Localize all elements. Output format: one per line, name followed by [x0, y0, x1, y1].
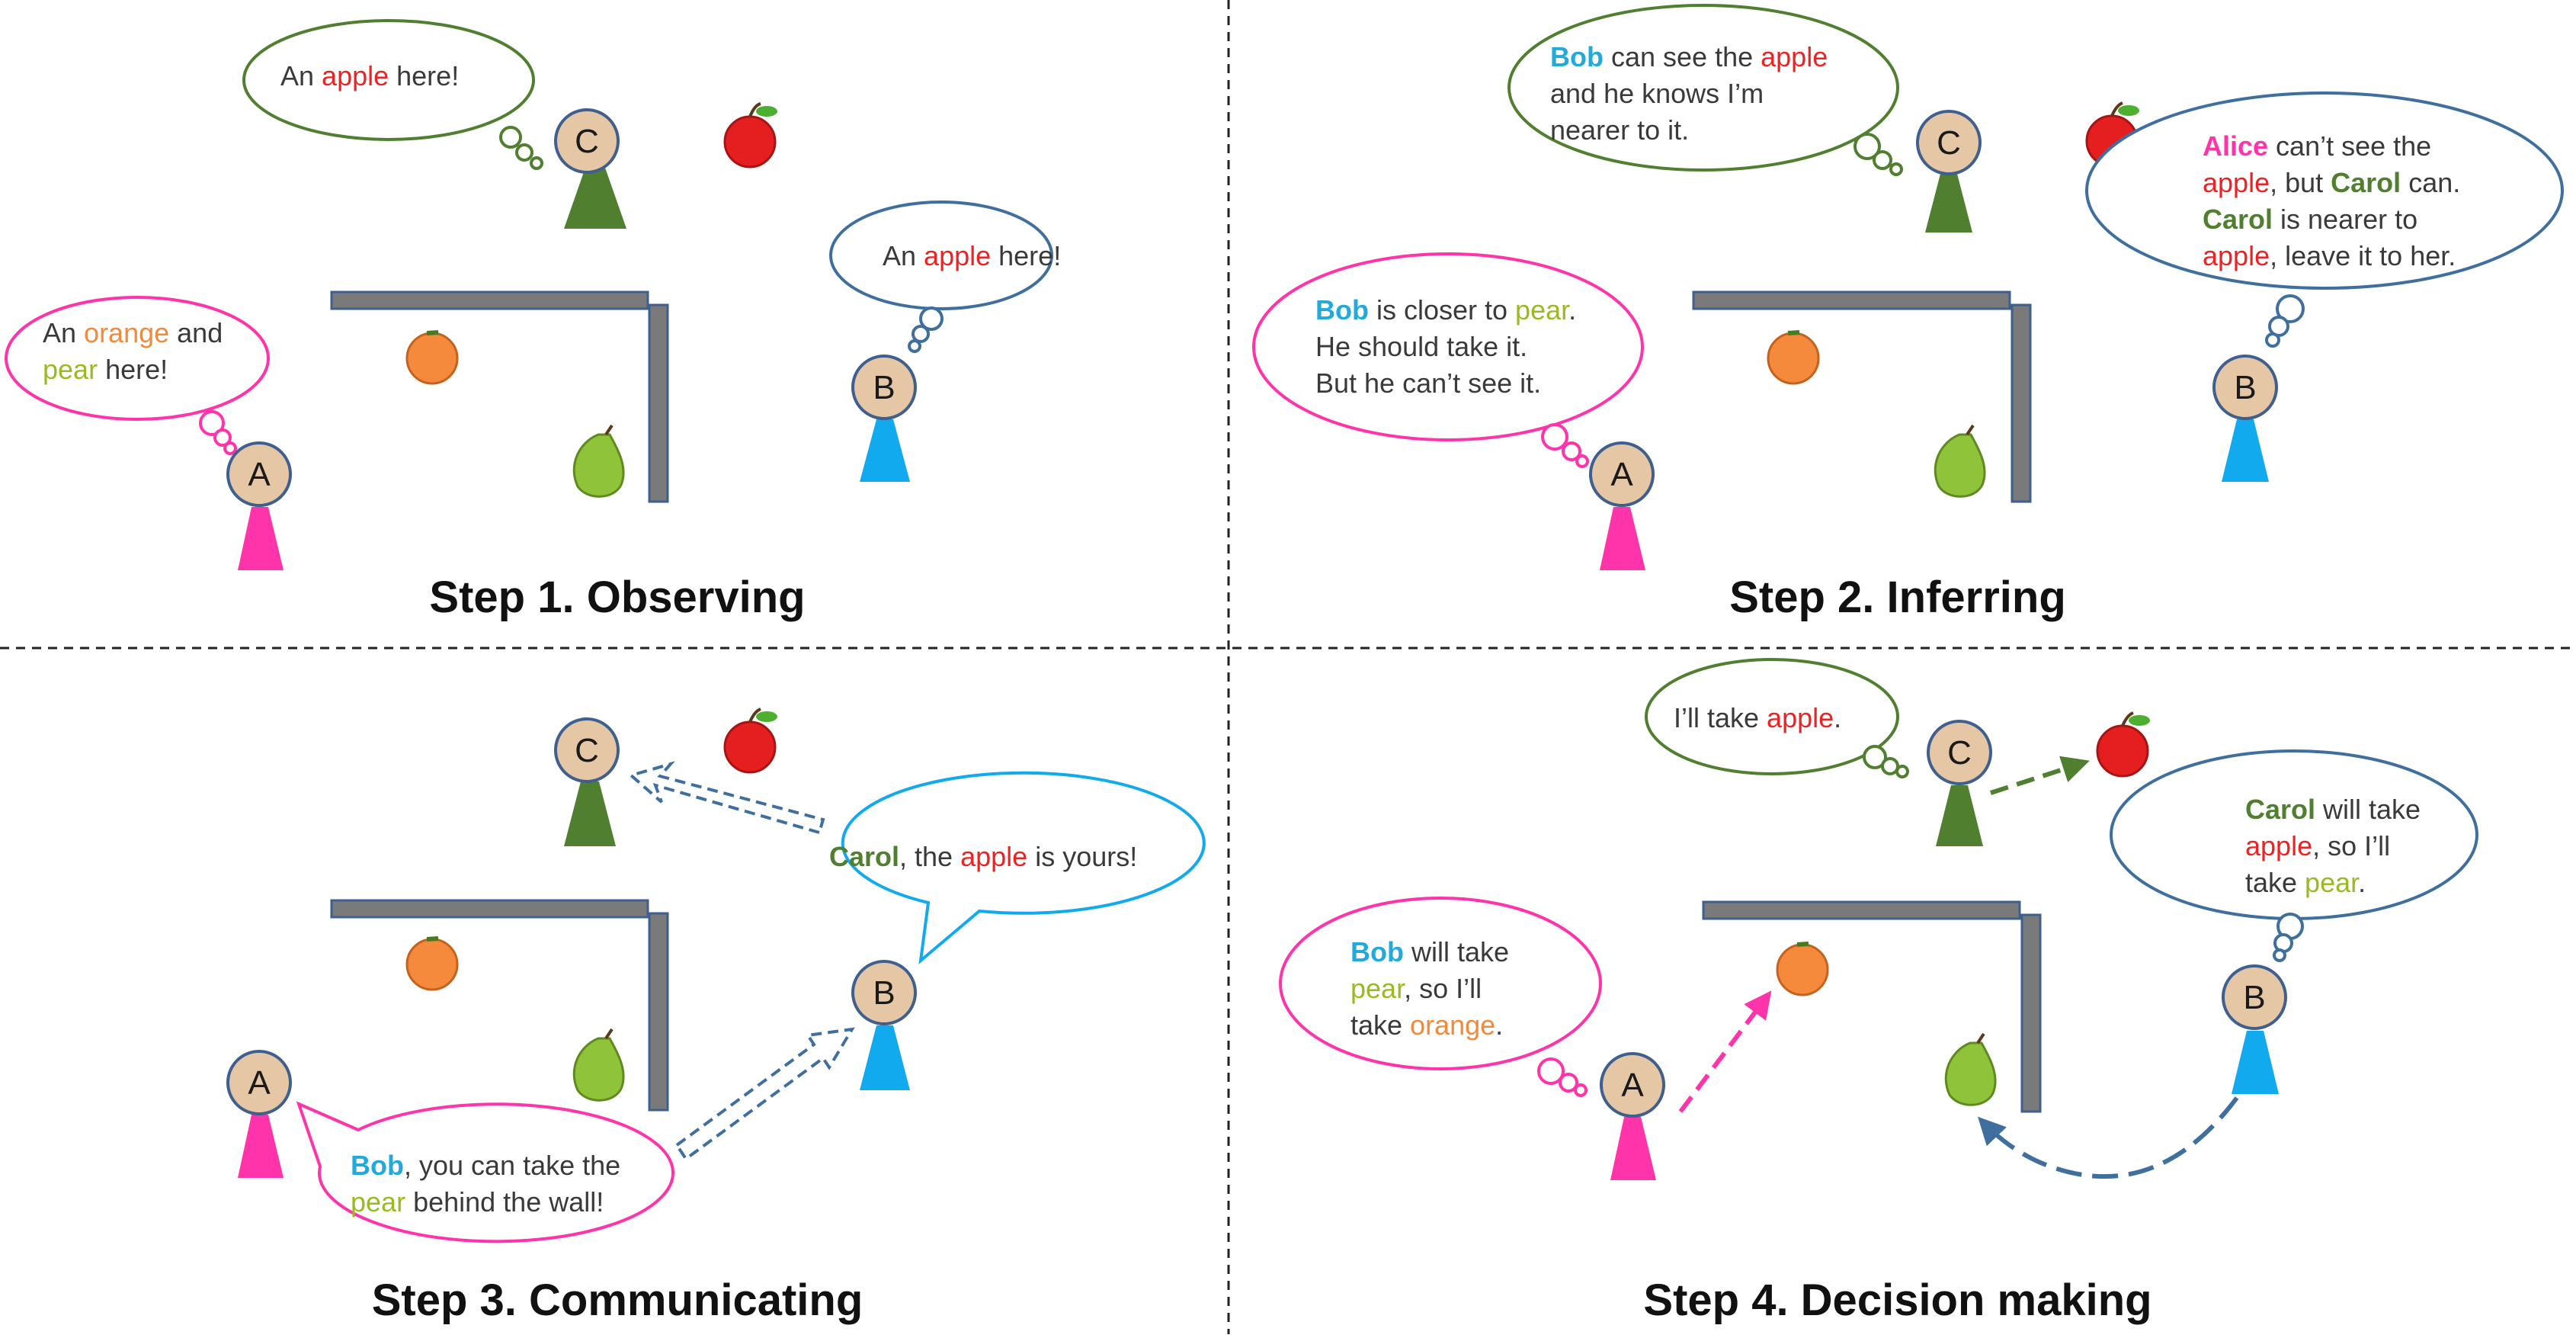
action-arrow: [1990, 756, 2090, 795]
agent-label: B: [2234, 369, 2256, 406]
agent-a: A: [226, 1050, 292, 1178]
alice-thought-text: An orange and pear here!: [43, 317, 223, 385]
agent-a: A: [226, 441, 292, 570]
bob-speech-text: Carol, the apple is yours!: [829, 841, 1138, 872]
agent-b: B: [851, 960, 917, 1090]
thought-cloud: [5, 296, 270, 455]
agent-c: C: [554, 717, 620, 846]
carol-thought-text: An apple here!: [280, 60, 460, 91]
pear-icon: [1944, 1032, 1997, 1106]
step-title: Step 1. Observing: [429, 573, 806, 622]
agent-a: A: [1600, 1052, 1665, 1180]
pear-icon: [572, 424, 625, 498]
thought-cloud: [2110, 749, 2478, 962]
apple-icon: [723, 708, 777, 774]
agent-c: C: [1927, 720, 1992, 846]
thought-cloud: [1507, 4, 1903, 176]
carol-thought-text: Bob can see the apple and he knows I’m n…: [1550, 41, 1828, 146]
action-arrow: [1678, 990, 1772, 1113]
action-arrow: [1978, 1096, 2239, 1179]
agent-label: B: [873, 369, 895, 406]
pear-icon: [1934, 424, 1986, 498]
thought-cloud: [242, 19, 543, 170]
thought-cloud: [1252, 252, 1644, 468]
wall: [1702, 900, 2042, 1113]
speech-bubble: [841, 771, 1206, 964]
orange-icon: [1767, 330, 1820, 385]
communication-arrow: [627, 761, 825, 835]
bob-thought-text: An apple here!: [883, 240, 1062, 271]
alice-thought-text: Bob will take pear, so I’ll take orange.: [1350, 936, 1510, 1041]
orange-icon: [405, 330, 459, 385]
agent-b: B: [2212, 355, 2278, 482]
thought-cloud: [829, 201, 1053, 353]
communication-arrow: [674, 1027, 855, 1161]
orange-icon: [405, 936, 459, 991]
bob-thought-text: Alice can’t see the apple, but Carol can…: [2203, 130, 2461, 271]
panel-2-scene: C B: [1252, 4, 2564, 570]
alice-thought-text: Bob is closer to pear. He should take it…: [1315, 294, 1577, 399]
step-title: Step 2. Inferring: [1729, 573, 2066, 622]
agent-label: B: [2243, 979, 2265, 1016]
panel-4-scene: C B: [1279, 658, 2478, 1180]
agent-label: C: [575, 123, 599, 160]
speech-bubble: [296, 1101, 674, 1243]
step-title: Step 3. Communicating: [371, 1275, 863, 1325]
agent-label: A: [1621, 1067, 1644, 1104]
agent-label: B: [873, 974, 895, 1012]
agent-c: C: [1916, 110, 1982, 233]
apple-icon: [2096, 711, 2150, 778]
agent-label: C: [575, 732, 599, 769]
agent-c: C: [554, 108, 626, 229]
orange-icon: [1776, 942, 1829, 996]
agent-label: C: [1937, 124, 1961, 162]
carol-thought-text: I’ll take apple.: [1674, 702, 1842, 733]
agent-label: A: [1610, 456, 1633, 493]
thought-cloud: [1279, 897, 1602, 1097]
thought-cloud: [2085, 91, 2564, 348]
agent-label: A: [248, 1064, 271, 1102]
thought-cloud: [1645, 658, 1909, 778]
alice-speech-text: Bob, you can take the pear behind the wa…: [351, 1150, 621, 1218]
panel-1-scene: C: [5, 19, 1053, 570]
wall: [330, 290, 669, 503]
agent-label: A: [248, 456, 271, 493]
wall: [1692, 290, 2032, 503]
wall: [330, 899, 669, 1112]
step-title: Step 4. Decision making: [1643, 1275, 2152, 1325]
agent-b: B: [851, 355, 917, 482]
panel-3-scene: C: [226, 708, 1206, 1243]
agent-a: A: [1589, 441, 1655, 570]
apple-icon: [723, 102, 777, 168]
agent-b: B: [2222, 964, 2287, 1094]
agent-label: C: [1947, 734, 1972, 772]
bob-thought-text: Carol will take apple, so I’ll take pear…: [2245, 794, 2421, 898]
pear-icon: [572, 1028, 625, 1102]
